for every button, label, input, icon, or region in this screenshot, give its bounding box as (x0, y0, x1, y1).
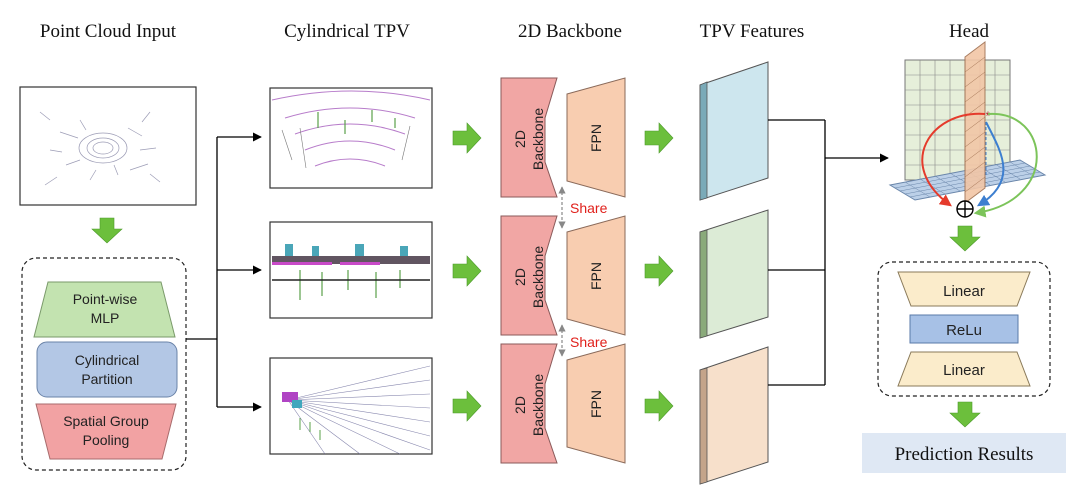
header-point-cloud-input: Point Cloud Input (40, 21, 177, 42)
linear-block-top: Linear (897, 271, 1031, 307)
svg-text:2D: 2D (512, 396, 528, 414)
head-3d-grid: * (888, 41, 1047, 218)
tpv-feature-plane-orange (699, 346, 769, 485)
svg-text:ReLu: ReLu (946, 322, 982, 339)
svg-text:2D: 2D (512, 130, 528, 148)
header-2d-backbone: 2D Backbone (518, 21, 622, 42)
svg-text:*: * (986, 109, 991, 123)
head-mlp-container (877, 261, 1051, 397)
mlp-label-line2: MLP (91, 310, 120, 326)
tpv-feature-plane-green (699, 209, 769, 339)
tpv-image-top (269, 87, 433, 189)
share-label-top: Share (570, 200, 608, 216)
partition-label-line2: Partition (81, 371, 132, 387)
pooling-label-line1: Spatial Group (63, 413, 149, 429)
header-cylindrical-tpv: Cylindrical TPV (284, 21, 410, 42)
prediction-results-label: Prediction Results (895, 444, 1034, 465)
pooling-label-line2: Pooling (83, 432, 130, 448)
svg-text:Linear: Linear (943, 362, 985, 379)
arrow-input-to-encoder (91, 217, 123, 244)
tpv-image-middle (269, 221, 433, 319)
svg-text:Backbone: Backbone (530, 246, 546, 308)
arrows-tpv-to-backbone (452, 122, 482, 422)
arrows-backbone-to-features (644, 122, 674, 422)
tpv-image-bottom (269, 357, 433, 455)
fpn-label-top: FPN (588, 124, 604, 152)
point-wise-mlp-block: Point-wise MLP (33, 281, 176, 338)
arrow-head-to-mlp (949, 225, 981, 252)
header-head: Head (949, 21, 990, 42)
backbone-pair-top (500, 77, 626, 198)
tpv-feature-plane-blue (699, 61, 769, 201)
relu-block: ReLu (909, 314, 1019, 344)
backbone-label-middle: 2D Backbone (512, 246, 546, 308)
cylindrical-partition-block: Cylindrical Partition (36, 341, 178, 398)
linear-block-bottom: Linear (897, 351, 1031, 387)
fpn-label-middle: FPN (588, 262, 604, 290)
svg-text:Linear: Linear (943, 283, 985, 300)
point-cloud-image (19, 86, 197, 206)
svg-text:2D: 2D (512, 268, 528, 286)
header-tpv-features: TPV Features (700, 21, 805, 42)
arrow-mlp-to-results (949, 401, 981, 428)
backbone-pair-bottom (500, 343, 626, 464)
backbone-label-top: 2D Backbone (512, 108, 546, 170)
svg-text:Backbone: Backbone (530, 374, 546, 436)
backbone-pair-middle (500, 215, 626, 336)
share-label-bottom: Share (570, 334, 608, 350)
backbone-label-bottom: 2D Backbone (512, 374, 546, 436)
prediction-results-box (862, 433, 1066, 473)
features-to-head-connectors (768, 119, 889, 386)
mlp-label-line1: Point-wise (73, 291, 138, 307)
fpn-label-bottom: FPN (588, 390, 604, 418)
encoder-to-tpv-connectors (186, 132, 262, 412)
spatial-group-pooling-block: Spatial Group Pooling (35, 403, 177, 460)
partition-label-line1: Cylindrical (75, 352, 140, 368)
svg-text:Backbone: Backbone (530, 108, 546, 170)
